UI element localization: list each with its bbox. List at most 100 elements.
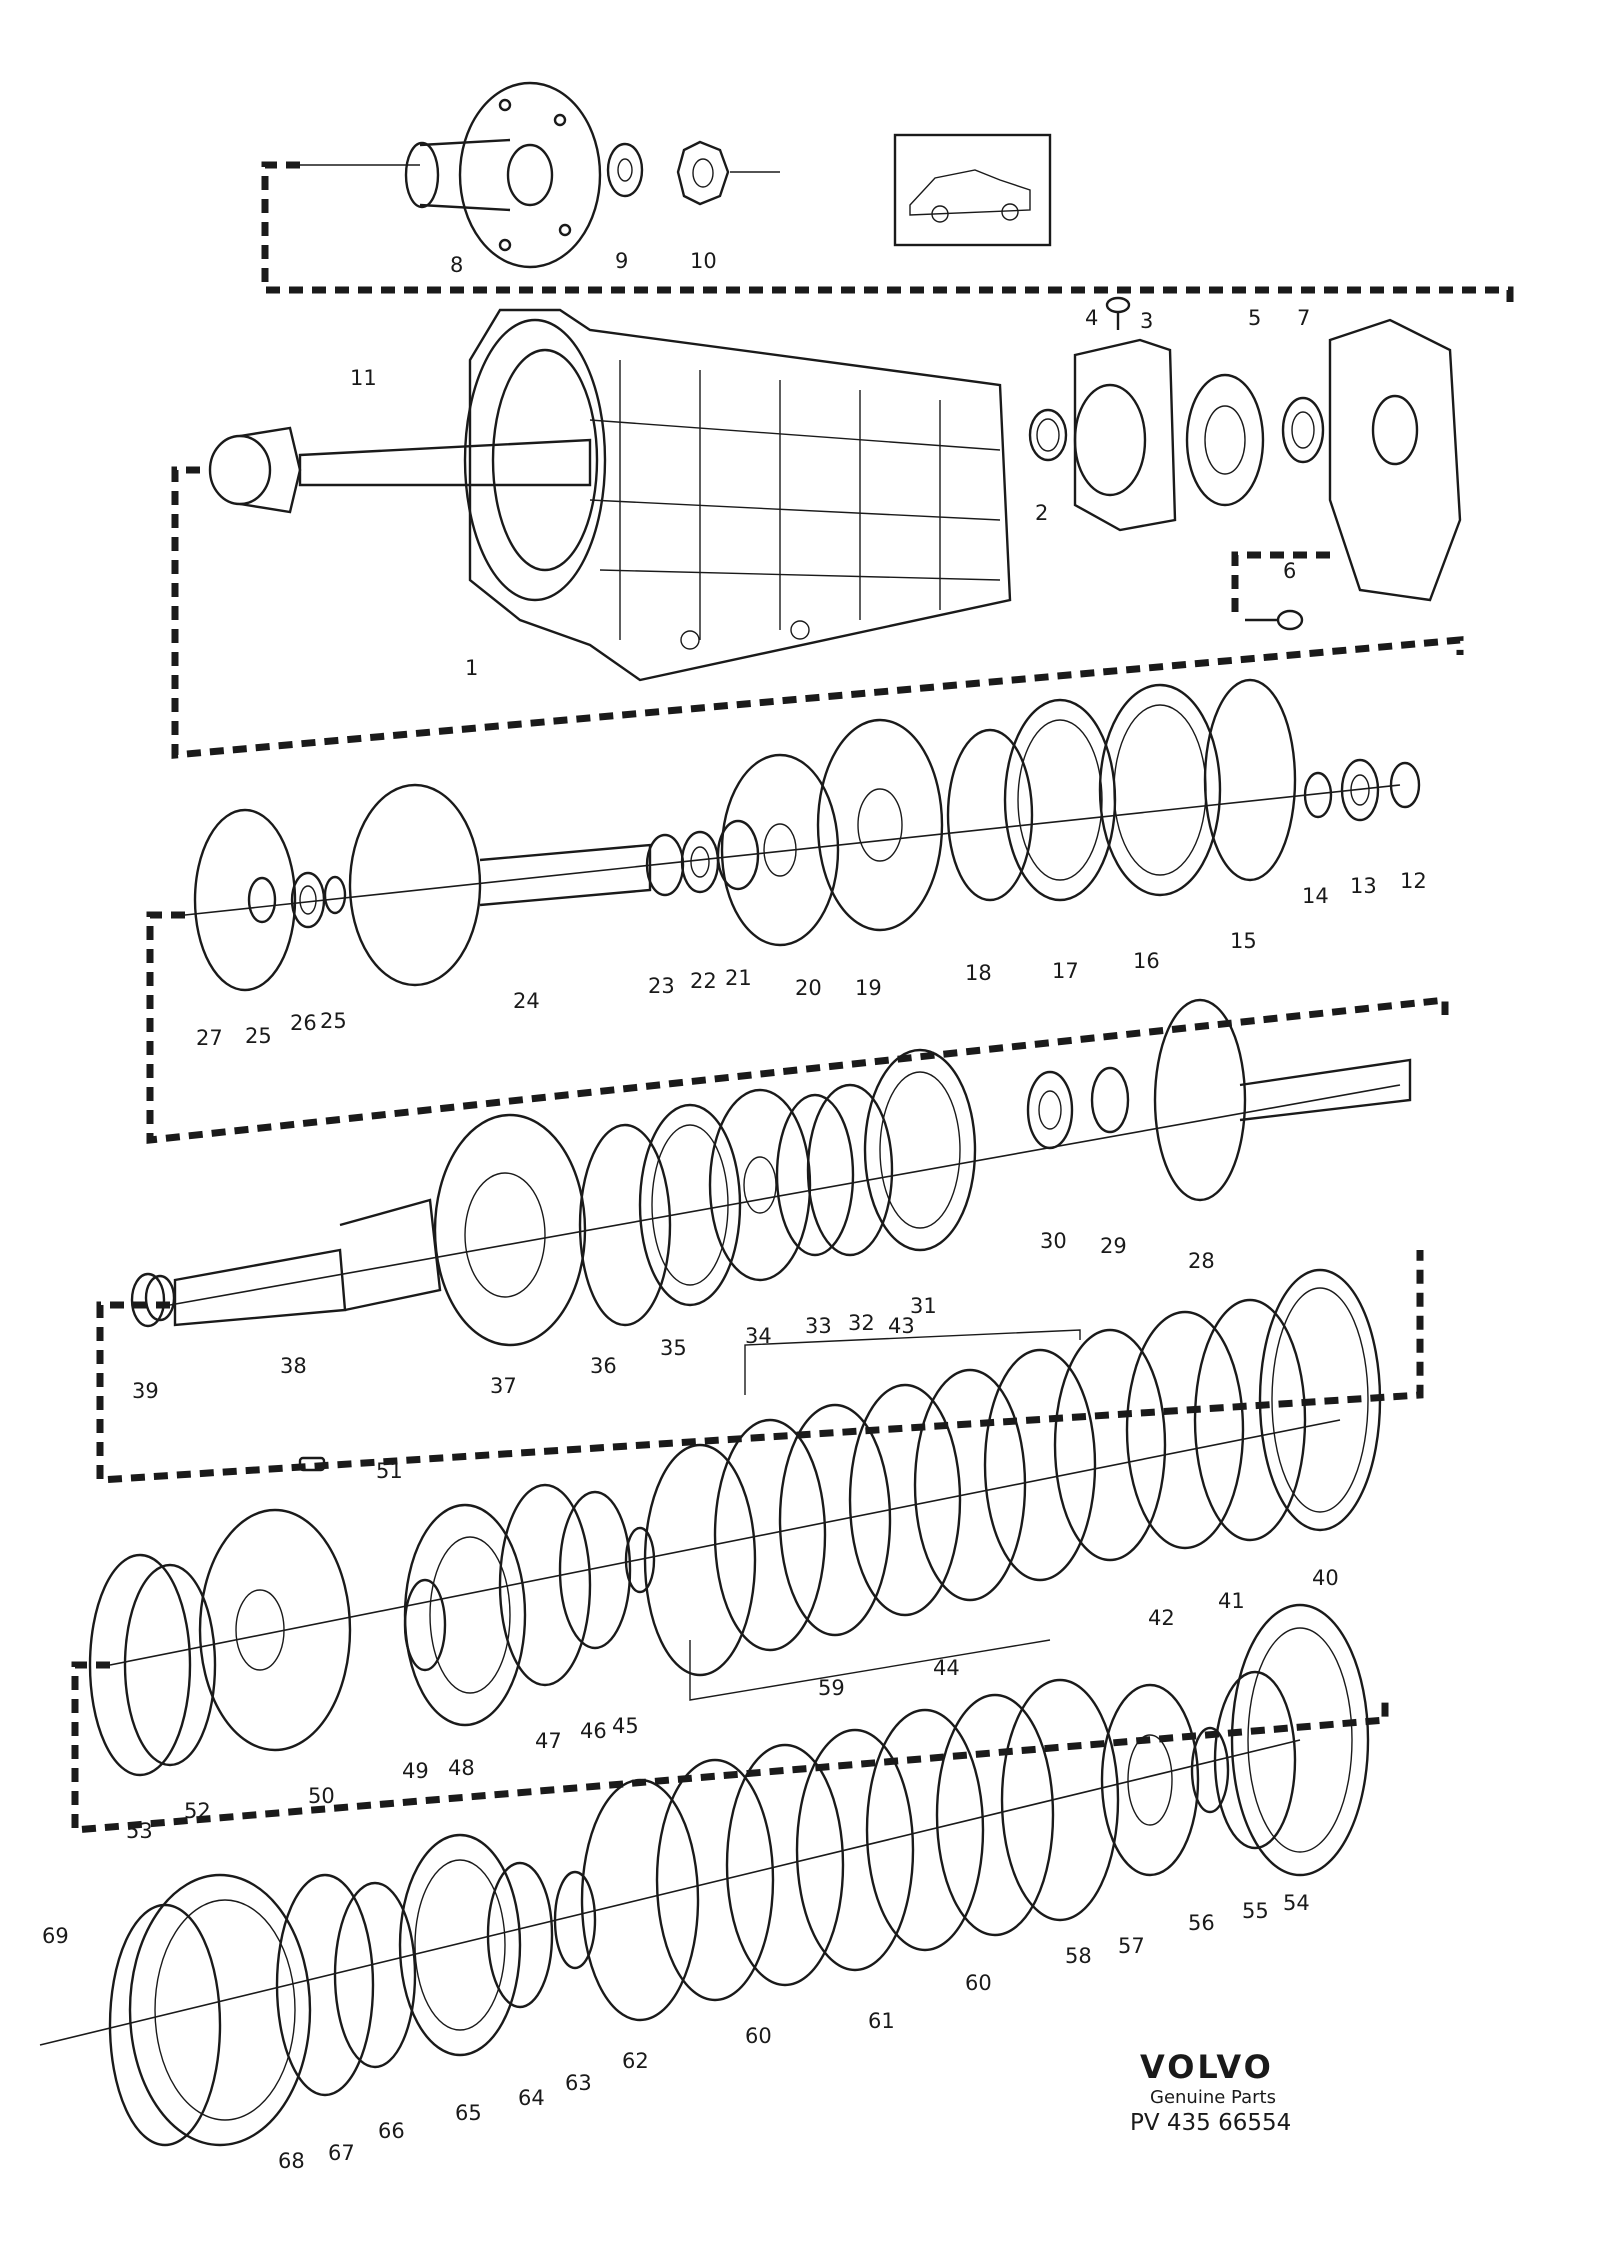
part-6-bolt — [1245, 609, 1304, 631]
label-part-39: 39 — [132, 1379, 159, 1403]
part-49-o-ring — [403, 1578, 447, 1672]
label-part-5: 5 — [1248, 306, 1261, 330]
part-7-bearing-ring — [1281, 396, 1325, 464]
label-part-68: 68 — [278, 2149, 305, 2173]
part-38-output-shaft — [173, 1198, 442, 1327]
row-4-group — [96, 998, 1424, 1484]
label-part-59: 59 — [818, 1676, 845, 1700]
label-part-55: 55 — [1242, 1899, 1269, 1923]
part-16-gear-drum — [1098, 683, 1222, 897]
label-part-56: 56 — [1188, 1911, 1215, 1935]
part-31-drum — [863, 1048, 977, 1252]
label-part-58: 58 — [1065, 1944, 1092, 1968]
label-part-47: 47 — [535, 1729, 562, 1753]
label-part-51: 51 — [376, 1459, 403, 1483]
label-part-27: 27 — [196, 1026, 223, 1050]
label-part-32: 32 — [848, 1311, 875, 1335]
label-part-46: 46 — [580, 1719, 607, 1743]
label-part-41: 41 — [1218, 1589, 1245, 1613]
part-29-washer — [1090, 1066, 1130, 1134]
label-part-18: 18 — [965, 961, 992, 985]
row-6-group — [39, 1603, 1370, 2147]
part-25-second-washer — [323, 875, 347, 915]
clutch-pack-bracket — [689, 1329, 1081, 1701]
label-part-11: 11 — [350, 366, 377, 390]
label-part-24: 24 — [513, 989, 540, 1013]
label-part-44: 44 — [933, 1656, 960, 1680]
row-5-group — [71, 1268, 1389, 1834]
part-11-input-shaft — [208, 426, 592, 514]
part-41-snap-ring — [1193, 1298, 1307, 1542]
part-51-key — [298, 1456, 326, 1472]
part-4-screw — [1105, 296, 1131, 330]
group-bracket-3 — [146, 911, 1449, 1144]
label-part-8: 8 — [450, 253, 463, 277]
part-18-ring — [946, 728, 1034, 902]
label-part-2: 2 — [1035, 501, 1048, 525]
label-part-14: 14 — [1302, 884, 1329, 908]
label-part-19: 19 — [855, 976, 882, 1000]
part-30-bearing — [1026, 1070, 1074, 1150]
label-part-13: 13 — [1350, 874, 1377, 898]
part-25-washer — [247, 876, 277, 924]
label-part-60: 60 — [965, 1971, 992, 1995]
label-part-62: 62 — [622, 2049, 649, 2073]
label-part-61: 61 — [868, 2009, 895, 2033]
part-1-transmission-housing — [463, 308, 1012, 682]
label-part-48: 48 — [448, 1756, 475, 1780]
brand-part-code: PV 435 66554 — [1130, 2110, 1291, 2136]
label-part-25-right: 25 — [320, 1009, 347, 1033]
part-66-ring — [333, 1881, 417, 2069]
label-part-38: 38 — [280, 1354, 307, 1378]
label-part-40: 40 — [1312, 1566, 1339, 1590]
label-part-10: 10 — [690, 249, 717, 273]
brand-block: VOLVO Genuine Parts PV 435 66554 — [1130, 2048, 1291, 2136]
part-2-seal-ring — [1028, 408, 1068, 462]
part-13-bearing — [1340, 758, 1380, 822]
part-34-gear-plate — [708, 1088, 812, 1282]
part-42-pressure-plate — [1125, 1310, 1245, 1550]
label-part-12: 12 — [1400, 869, 1427, 893]
group-bracket-1 — [261, 161, 1514, 305]
part-65-piston — [398, 1833, 522, 2057]
label-part-3: 3 — [1140, 309, 1153, 333]
brand-name: VOLVO — [1140, 2048, 1274, 2086]
part-9-washer — [606, 142, 644, 198]
part-63-circlip — [553, 1870, 597, 1970]
brand-subtitle: Genuine Parts — [1150, 2087, 1276, 2108]
part-19-planet-carrier — [816, 718, 944, 932]
label-part-53: 53 — [126, 1819, 153, 1843]
label-part-34: 34 — [745, 1324, 772, 1348]
label-part-28: 28 — [1188, 1249, 1215, 1273]
part-end-cover — [1328, 318, 1462, 602]
part-labels: 1 2 3 4 5 6 7 8 9 10 11 12 13 14 15 16 1… — [42, 249, 1427, 2173]
label-part-54: 54 — [1283, 1891, 1310, 1915]
label-part-17: 17 — [1052, 959, 1079, 983]
part-17-ring-gear — [1003, 698, 1117, 902]
group-bracket-4 — [96, 1250, 1424, 1484]
part-64-spring-plate — [486, 1861, 554, 2009]
part-67-ring — [275, 1873, 375, 2097]
label-part-22: 22 — [690, 969, 717, 993]
label-part-25: 25 — [245, 1024, 272, 1048]
label-part-43: 43 — [888, 1314, 915, 1338]
label-part-6: 6 — [1283, 559, 1296, 583]
clutch-plates-44-59 — [643, 1328, 1167, 1677]
part-5-gear-wheel — [1185, 373, 1265, 507]
part-27-snap-ring — [193, 808, 297, 992]
label-part-16: 16 — [1133, 949, 1160, 973]
part-68-clutch-drum — [128, 1873, 312, 2147]
clutch-plates-60-62 — [580, 1678, 1120, 2022]
part-39-circlip — [130, 1272, 176, 1328]
part-35-drum — [638, 1103, 742, 1307]
label-part-65: 65 — [455, 2101, 482, 2125]
label-part-29: 29 — [1100, 1234, 1127, 1258]
label-part-37: 37 — [490, 1374, 517, 1398]
part-55-spring-plate — [1213, 1670, 1297, 1850]
label-part-9: 9 — [615, 249, 628, 273]
group-bracket-2 — [171, 466, 1464, 759]
row-3-group — [146, 678, 1449, 1144]
label-part-42: 42 — [1148, 1606, 1175, 1630]
label-part-49: 49 — [402, 1759, 429, 1783]
